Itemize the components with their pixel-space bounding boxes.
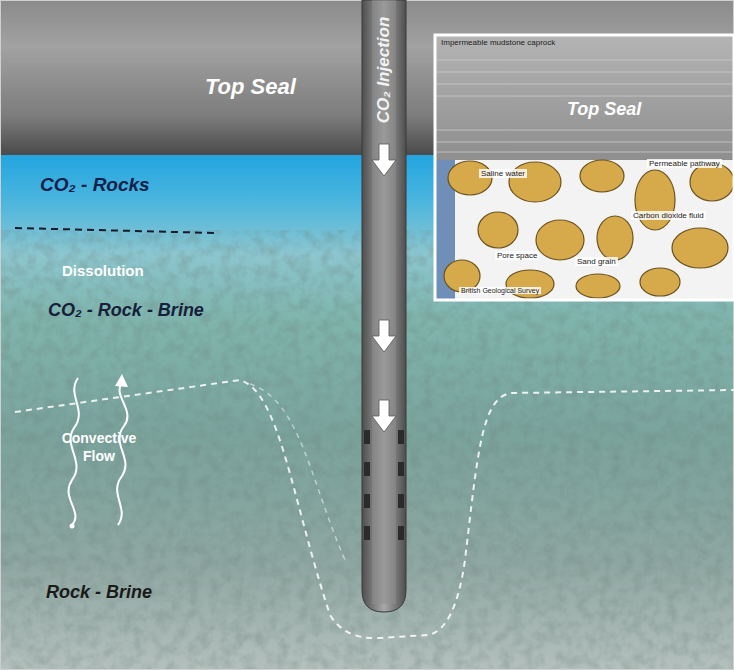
injection-well: CO₂ Injection (362, 0, 406, 140)
layer-label: Top Seal (205, 74, 296, 100)
inset-label: Permeable pathway (647, 159, 722, 168)
zone-label: CO₂ - Rocks (40, 174, 150, 196)
inset-label: Saline water (479, 169, 527, 178)
inset-label: Pore space (495, 251, 539, 260)
inset-label: Top Seal (567, 99, 641, 120)
process-label: Dissolution (62, 262, 144, 279)
inset-label: Impermeable mudstone caprock (441, 38, 555, 47)
zone-label: CO₂ - Rock - Brine (48, 300, 204, 321)
zone-label: Rock - Brine (46, 582, 152, 603)
inset-label: British Geological Survey (459, 287, 541, 294)
inset-box: Impermeable mudstone caprockTop SealSali… (435, 35, 734, 300)
inset-label: Carbon dioxide fluid (631, 211, 706, 220)
inset-label: Sand grain (575, 257, 618, 266)
vertical-label: CO₂ Injection (374, 17, 394, 124)
process-label: Convective Flow (60, 430, 138, 465)
